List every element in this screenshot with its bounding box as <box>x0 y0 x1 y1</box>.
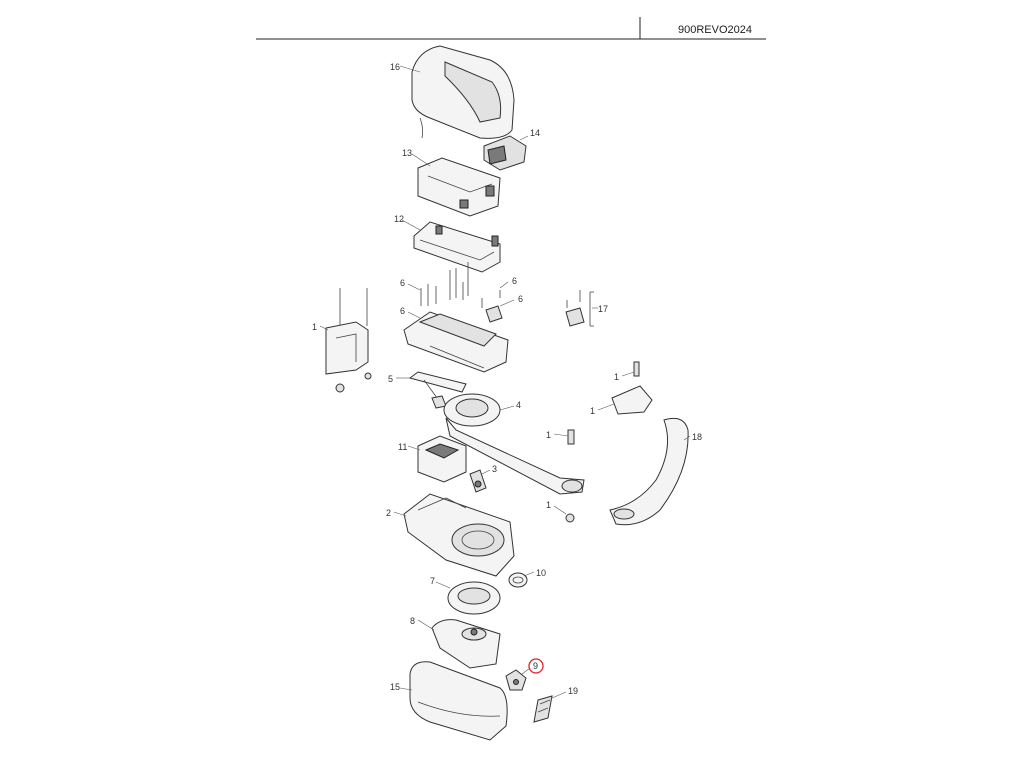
part-1-nut <box>565 513 575 523</box>
callout-2: 2 <box>386 508 391 518</box>
callout-6: 6 <box>518 294 523 304</box>
callout-18: 18 <box>692 432 702 442</box>
diagram-code: 900REVO2024 <box>678 24 752 36</box>
part-9-small-part <box>505 669 527 691</box>
callout-1: 1 <box>546 430 551 440</box>
callout-9: 9 <box>533 661 538 671</box>
callout-6: 6 <box>512 276 517 286</box>
part-6-screws <box>420 262 501 308</box>
part-1-bracket <box>325 288 372 393</box>
callout-17: 17 <box>598 304 608 314</box>
part-7-ring-gear <box>447 581 501 615</box>
part-4-arm <box>443 393 585 495</box>
part-14-module <box>483 135 527 171</box>
callout-6: 6 <box>400 278 405 288</box>
part-19-pin <box>533 695 553 723</box>
callout-10: 10 <box>536 568 546 578</box>
part-2-gearbox <box>403 493 515 577</box>
part-15-lower-cover <box>409 661 508 741</box>
leader-lines <box>319 65 691 699</box>
callout-11: 11 <box>398 442 407 452</box>
callout-labels: 16 14 13 12 6 6 6 6 17 1 5 4 1 1 1 18 11… <box>312 62 702 696</box>
callout-16: 16 <box>390 62 400 72</box>
part-6-housing <box>403 311 509 373</box>
part-18-curved-arm <box>609 385 689 526</box>
callout-14: 14 <box>530 128 540 138</box>
callout-1: 1 <box>312 322 317 332</box>
bracket-17 <box>589 291 594 327</box>
callout-9-highlight-ring <box>528 658 544 674</box>
part-12-frame <box>413 221 501 273</box>
part-6-clip <box>485 290 585 327</box>
callout-7: 7 <box>430 576 435 586</box>
callout-5: 5 <box>388 374 393 384</box>
callout-1: 1 <box>590 406 595 416</box>
callout-15: 15 <box>390 682 400 692</box>
callout-12: 12 <box>394 214 404 224</box>
callout-3: 3 <box>492 464 497 474</box>
part-11-motor <box>417 435 467 483</box>
part-8-output-housing <box>431 619 501 669</box>
part-13-board-tray <box>417 157 501 217</box>
callout-13: 13 <box>402 148 412 158</box>
callout-8: 8 <box>410 616 415 626</box>
part-3-gear <box>469 469 487 493</box>
callout-4: 4 <box>516 400 521 410</box>
part-1-pin <box>567 361 640 445</box>
part-10-cap <box>508 572 528 588</box>
callout-19: 19 <box>568 686 578 696</box>
part-5-link <box>408 371 467 409</box>
part-16-top-cover <box>411 45 515 139</box>
callout-1: 1 <box>614 372 619 382</box>
callout-1: 1 <box>546 500 551 510</box>
callout-6: 6 <box>400 306 405 316</box>
